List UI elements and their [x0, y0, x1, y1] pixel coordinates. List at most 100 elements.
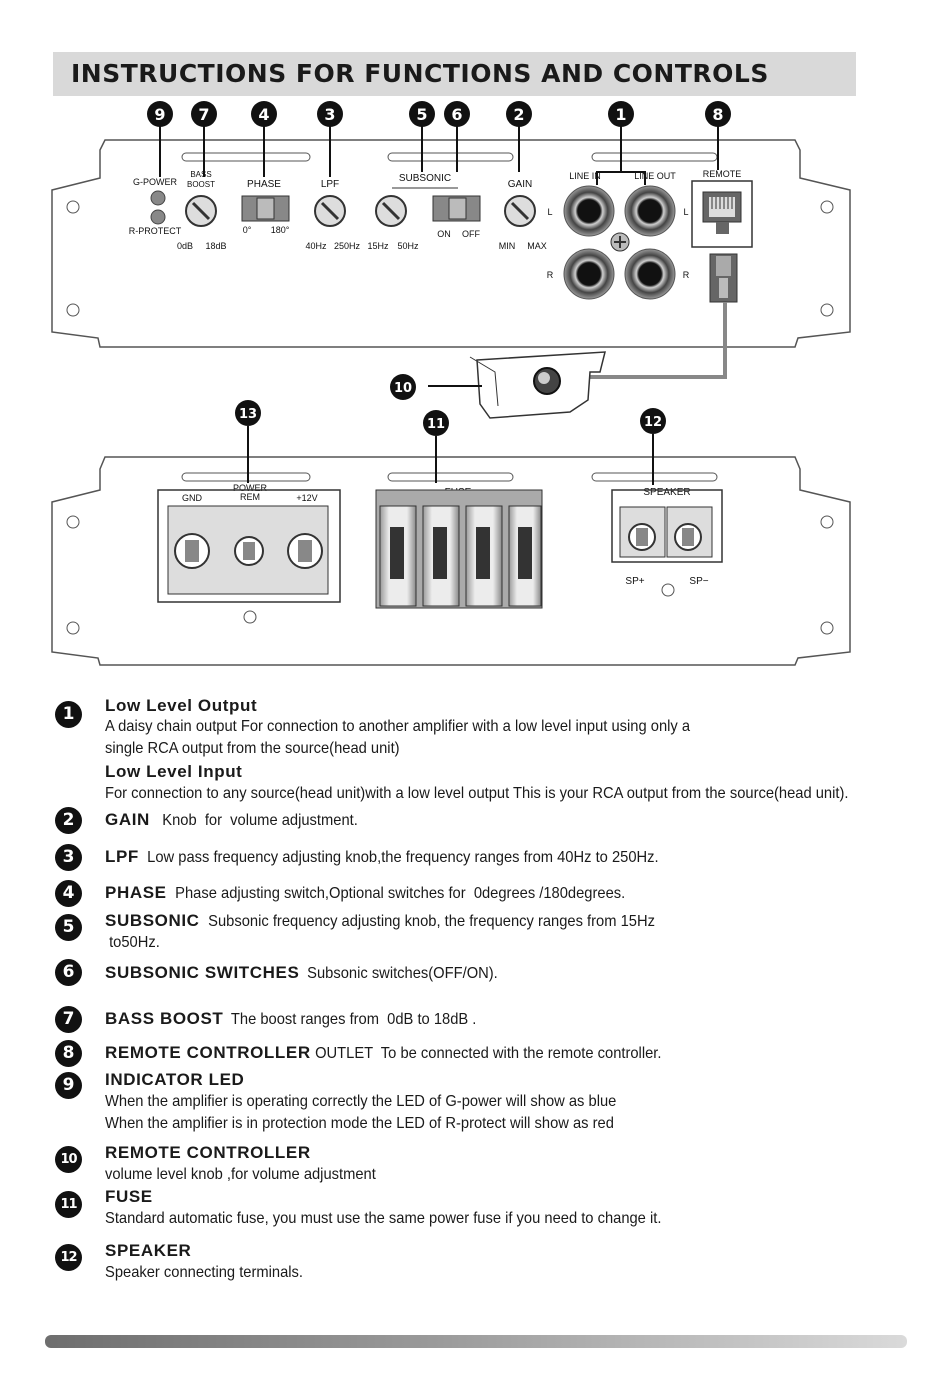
rem-label: REM [240, 492, 260, 502]
svg-text:11: 11 [427, 417, 445, 432]
gain-label: GAIN [508, 179, 532, 190]
svg-text:6: 6 [451, 105, 462, 124]
svg-text:1: 1 [615, 105, 626, 124]
item-heading: PHASE [105, 883, 167, 902]
plus12v-label: +12V [296, 493, 317, 503]
callout-7: 7 [191, 101, 217, 127]
fuse-block[interactable] [375, 489, 543, 609]
gain-knob[interactable] [504, 195, 536, 227]
bass-boost-label-1: BASS [190, 170, 211, 179]
item-heading: REMOTE CONTROLLER [105, 1043, 311, 1062]
callout-1: 1 [608, 101, 634, 127]
item-number: 7 [55, 1006, 82, 1033]
callout-8: 8 [705, 101, 731, 127]
remote-port[interactable] [691, 180, 753, 248]
item-description: volume level knob ,for volume adjustment [105, 1166, 376, 1183]
ground-screw-icon [610, 232, 630, 252]
rem-terminal[interactable] [234, 536, 264, 566]
line-in-right-jack[interactable] [563, 248, 615, 300]
gnd-terminal[interactable] [174, 533, 210, 569]
svg-text:12: 12 [644, 415, 662, 430]
callout-4: 4 [251, 101, 277, 127]
top-panel: G-POWER R-PROTECT BASS BOOST 0dB 18dB PH… [51, 139, 851, 348]
r-protect-label: R-PROTECT [129, 226, 182, 236]
item-heading: GAIN [105, 810, 150, 829]
right-in-label: R [547, 270, 554, 280]
g-power-label: G-POWER [133, 177, 177, 187]
item-heading: BASS BOOST [105, 1009, 224, 1028]
subsonic-off: OFF [462, 229, 480, 239]
bass-boost-knob[interactable] [185, 195, 217, 227]
g-power-led [150, 190, 166, 206]
item-description: For connection to any source(head unit)w… [105, 785, 849, 802]
callout-6: 6 [444, 101, 470, 127]
item-number: 3 [55, 844, 82, 871]
callout-3: 3 [317, 101, 343, 127]
item-number: 9 [55, 1072, 82, 1099]
item-description: Subsonic frequency adjusting knob, the f… [199, 913, 655, 930]
item-description: Phase adjusting switch,Optional switches… [166, 885, 625, 902]
speaker-label: SPEAKER [643, 487, 690, 498]
plus12v-terminal[interactable] [287, 533, 323, 569]
line-out-label: LINE OUT [634, 171, 676, 181]
callout-2: 2 [506, 101, 532, 127]
bass-boost-label-2: BOOST [187, 180, 215, 189]
sp-minus-label: SP− [689, 576, 708, 587]
item-heading: REMOTE CONTROLLER [105, 1143, 311, 1162]
line-in-label: LINE IN [569, 171, 601, 181]
line-out-left-jack[interactable] [624, 185, 676, 237]
sp-plus-label: SP+ [625, 576, 644, 587]
callout-13: 13 [235, 400, 261, 426]
line-in-left-jack[interactable] [563, 185, 615, 237]
gain-min: MIN [499, 241, 516, 251]
item-number: 2 [55, 807, 82, 834]
subsonic-max: 50Hz [397, 241, 419, 251]
svg-text:7: 7 [198, 105, 209, 124]
item-heading: Low Level Input [105, 762, 243, 781]
item-number: 4 [55, 880, 82, 907]
bass-boost-max: 18dB [205, 241, 226, 251]
footer-bar [45, 1335, 907, 1348]
item-number: 1 [55, 701, 82, 728]
item-heading: LPF [105, 847, 139, 866]
remote-plug [709, 253, 738, 303]
phase-switch[interactable] [241, 195, 290, 222]
line-out-right-jack[interactable] [624, 248, 676, 300]
item-description: When the amplifier is in protection mode… [105, 1115, 614, 1132]
remote-controller[interactable] [469, 351, 606, 419]
power-label: POWER [233, 483, 268, 493]
subsonic-label: SUBSONIC [399, 173, 451, 184]
subsonic-switch[interactable] [432, 195, 481, 222]
lpf-max: 250Hz [334, 241, 361, 251]
remote-label: REMOTE [703, 169, 742, 179]
item-description: to50Hz. [105, 934, 160, 951]
item-heading: FUSE [105, 1187, 153, 1206]
svg-text:2: 2 [513, 105, 524, 124]
subsonic-knob[interactable] [375, 195, 407, 227]
item-heading: Low Level Output [105, 696, 258, 715]
r-protect-led [150, 209, 166, 225]
item-number: 8 [55, 1040, 82, 1067]
speaker-minus-terminal[interactable] [674, 523, 702, 551]
item-number: 6 [55, 959, 82, 986]
right-out-label: R [683, 270, 690, 280]
svg-text:10: 10 [394, 381, 412, 396]
subsonic-on: ON [437, 229, 451, 239]
callout-11: 11 [423, 410, 449, 436]
item-heading: SUBSONIC SWITCHES [105, 963, 300, 982]
item-heading: SUBSONIC [105, 911, 200, 930]
item-description: Knob for volume adjustment. [149, 812, 358, 829]
callout-12: 12 [640, 408, 666, 434]
left-out-label: L [683, 207, 688, 217]
amplifier-diagram: G-POWER R-PROTECT BASS BOOST 0dB 18dB PH… [51, 101, 851, 666]
lpf-knob[interactable] [314, 195, 346, 227]
item-number: 5 [55, 914, 82, 941]
callout-9: 9 [147, 101, 173, 127]
svg-text:4: 4 [258, 105, 269, 124]
item-number: 10 [55, 1146, 82, 1173]
gain-max: MAX [527, 241, 547, 251]
left-in-label: L [547, 207, 552, 217]
speaker-plus-terminal[interactable] [628, 523, 656, 551]
phase-max: 180° [271, 225, 290, 235]
title-bar: INSTRUCTIONS FOR FUNCTIONS AND CONTROLS [53, 52, 856, 96]
